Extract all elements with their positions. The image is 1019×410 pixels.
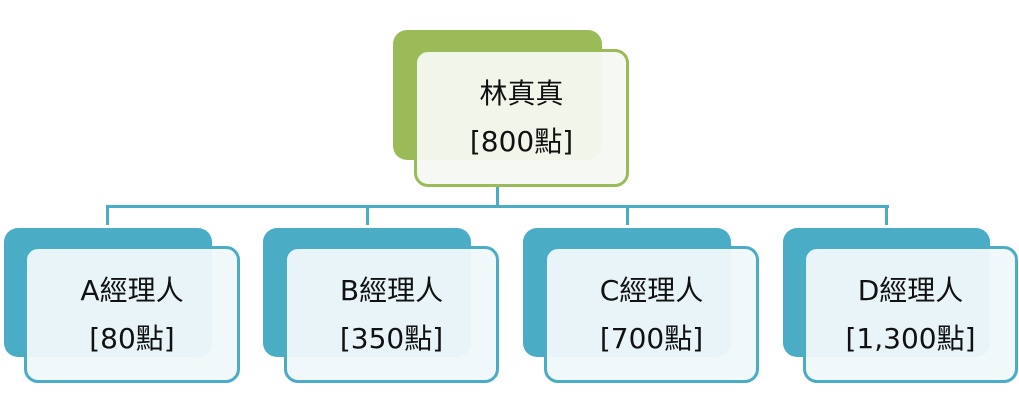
connector-horizontal bbox=[106, 205, 889, 208]
child-points: [1,300點] bbox=[845, 321, 976, 355]
connector-child-c bbox=[626, 205, 629, 225]
child-name: B經理人 bbox=[339, 273, 444, 307]
connector-child-b bbox=[366, 205, 369, 225]
child-points: [80點] bbox=[89, 321, 175, 355]
connector-root-down bbox=[496, 184, 499, 208]
child-points: [350點] bbox=[339, 321, 444, 355]
connector-child-a bbox=[106, 205, 109, 225]
root-points: [800點] bbox=[469, 125, 574, 158]
root-name: 林真真 bbox=[479, 77, 564, 110]
child-name: D經理人 bbox=[857, 273, 964, 307]
child-node-box: B經理人 [350點] bbox=[284, 246, 499, 383]
child-name: A經理人 bbox=[80, 273, 184, 307]
child-node-box: C經理人 [700點] bbox=[544, 246, 759, 383]
child-name: C經理人 bbox=[599, 273, 704, 307]
connector-child-d bbox=[885, 205, 888, 225]
child-points: [700點] bbox=[599, 321, 704, 355]
root-node-box: 林真真 [800點] bbox=[414, 49, 629, 187]
child-node-box: D經理人 [1,300點] bbox=[803, 246, 1018, 383]
child-node-box: A經理人 [80點] bbox=[24, 246, 240, 383]
